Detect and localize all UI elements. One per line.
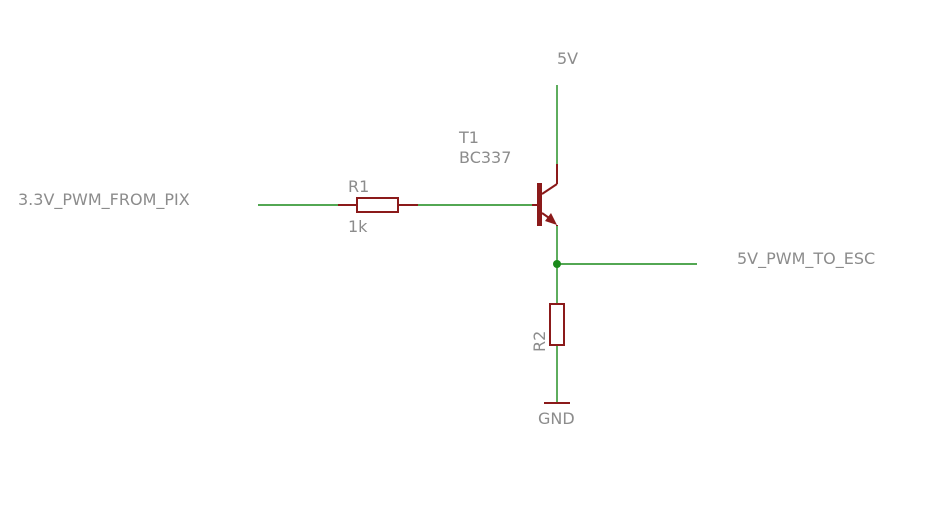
ground-net-label: GND [538,409,575,428]
resistor-r2-symbol [549,303,565,346]
supply-net-label: 5V [557,49,578,68]
r1-name-label: R1 [348,177,369,196]
junction-dot [553,260,561,268]
t1-name-label: T1 [458,128,479,147]
input-net-label: 3.3V_PWM_FROM_PIX [18,190,190,210]
r1-value-label: 1k [348,217,368,236]
output-net-label: 5V_PWM_TO_ESC [737,249,875,269]
r2-name-label: R2 [530,331,549,352]
t1-value-label: BC337 [459,148,511,167]
resistor-r1-symbol [338,197,418,213]
transistor-t1-symbol [532,164,558,226]
transistor-base-bar [537,183,542,226]
emitter-arrow [545,213,557,225]
